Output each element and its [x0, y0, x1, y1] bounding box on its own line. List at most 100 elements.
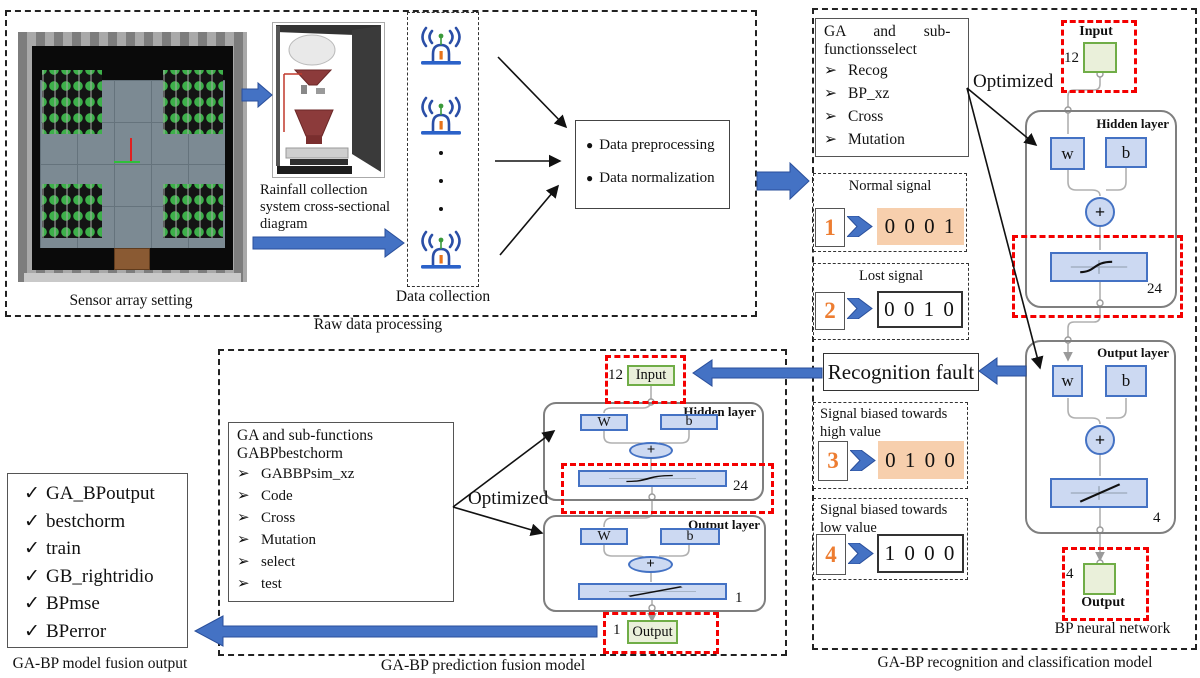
signal-number-badge: 2: [815, 292, 845, 330]
fusion-output-item-label: GA_BPoutput: [46, 483, 155, 504]
ga-fusion-item-label: Code: [261, 488, 293, 504]
ga-select-item-label: Cross: [848, 108, 884, 125]
fusion-output-item: ✓ bestchorm: [18, 508, 187, 536]
preprocess-item-label: Data preprocessing: [599, 137, 715, 153]
preprocess-item: ● Data normalization: [586, 170, 729, 187]
bp-hidden-count: 24: [1147, 281, 1162, 297]
bp-input-label: Input: [1079, 24, 1113, 39]
ga-fusion-item-label: Mutation: [261, 532, 316, 548]
prediction-model-label: GA-BP prediction fusion model: [380, 657, 586, 674]
plus-icon: +: [629, 442, 673, 459]
ellipsis-dot: [439, 207, 443, 211]
sensor-array-caption: Sensor array setting: [69, 292, 193, 309]
arrow-bullet-icon: ➢: [824, 85, 837, 102]
fusion-output-item-label: bestchorm: [46, 510, 126, 532]
bp-output-red-frame: [1062, 547, 1149, 621]
bp-output-layer-label: Output layer: [1097, 345, 1169, 360]
ga-select-title-2: functionsselect: [824, 41, 917, 58]
fusion-output-node: Output: [627, 620, 678, 644]
plus-icon: +: [628, 556, 673, 573]
plus-icon: +: [1085, 197, 1115, 227]
ga-fusion-item-label: GABBPsim_xz: [261, 466, 355, 482]
bp-output-label: Output: [1081, 595, 1125, 610]
signal-code: 0 0 0 1: [877, 208, 964, 245]
wifi-sensor-icon: [421, 230, 461, 269]
check-icon: ✓: [24, 620, 40, 642]
ga-subfunctions-fusion-box: GA and sub-functions GABPbestchorm ➢GABB…: [228, 422, 454, 602]
ga-fusion-item: ➢GABBPsim_xz: [229, 463, 453, 485]
bullet-dot-icon: ●: [586, 171, 594, 185]
sensor-cluster-bottom-right: [163, 184, 223, 238]
optimized-label-right: Optimized: [973, 71, 1054, 92]
axis-marker-green: [114, 161, 140, 163]
signal-title: Signal biased towards high value: [820, 406, 948, 440]
recognition-model-label: GA-BP recognition and classification mod…: [877, 654, 1153, 671]
ga-fusion-item: ➢ Cross: [229, 507, 453, 529]
bp-output-node: [1083, 563, 1116, 595]
ellipsis-dot: [439, 179, 443, 183]
ga-fusion-title-1: GA and sub-functions: [237, 427, 374, 444]
raw-data-processing-box: [5, 10, 757, 317]
sensor-array-image: [18, 32, 247, 282]
optimized-label-mid: Optimized: [468, 488, 549, 509]
blue-arrow-raw-to-recognition: [756, 161, 810, 201]
ga-select-title-1: GA and sub-: [824, 23, 951, 40]
arrow-bullet-icon: ➢: [824, 108, 837, 125]
fusion-output-item-label: GB_rightridio: [46, 565, 154, 587]
signal-number-badge: 1: [815, 208, 845, 247]
fusion-output-item: ✓ BPmse: [18, 590, 187, 618]
ga-fusion-item: ➢test: [229, 573, 453, 595]
sensor-cluster-top-right: [163, 70, 223, 134]
check-icon: ✓: [24, 565, 40, 587]
preprocess-item-label: Data normalization: [599, 170, 715, 186]
fusion-input-count: 12: [608, 367, 623, 383]
data-collection-label: Data collection: [395, 288, 491, 305]
raw-data-processing-label: Raw data processing: [313, 316, 443, 333]
chevron-arrow-icon: [847, 298, 873, 319]
fusion-hidden-activation-red-frame: [561, 463, 774, 514]
preprocessing-box: ● Data preprocessing ● Data normalizatio…: [575, 120, 730, 209]
ga-fusion-title-2: GABPbestchorm: [237, 445, 343, 462]
linear-activation-icon: [1050, 478, 1148, 508]
signal-code: 0 0 1 0: [877, 291, 963, 328]
check-icon: ✓: [24, 510, 40, 532]
ellipsis-dot: [439, 151, 443, 155]
wifi-sensor-icon: [421, 96, 461, 135]
bp-input-count: 12: [1064, 50, 1079, 66]
ga-select-item-label: BP_xz: [848, 85, 890, 102]
bp-output-count: 4: [1066, 566, 1074, 582]
bp-bias-node: b: [1105, 137, 1147, 168]
ga-select-item: ➢Recog: [816, 59, 968, 82]
sigmoid-activation-icon: [1050, 252, 1148, 282]
bp-bias-node: b: [1105, 365, 1147, 397]
fusion-hidden-count: 24: [733, 478, 748, 494]
arrow-bullet-icon: ➢: [824, 131, 837, 148]
check-icon: ✓: [24, 593, 40, 614]
linear-activation-icon: [578, 583, 727, 600]
arrow-bullet-icon: ➢: [237, 488, 250, 504]
ga-fusion-item: ➢select: [229, 551, 453, 573]
chevron-arrow-icon: [847, 216, 873, 237]
ga-fusion-item: ➢ Code: [229, 485, 453, 507]
fusion-bias-node: b: [660, 528, 720, 545]
ga-fusion-item-label: select: [261, 554, 296, 570]
ga-select-item: ➢ Cross: [816, 105, 968, 128]
fusion-output-item: ✓ GB_rightridio: [18, 563, 187, 591]
check-icon: ✓: [24, 483, 40, 504]
rainfall-collection-image: [272, 22, 385, 178]
ga-fusion-item-label: Cross: [261, 510, 296, 526]
sensor-cluster-bottom-left: [42, 184, 102, 238]
arrow-bullet-icon: ➢: [237, 510, 250, 526]
ga-fusion-item: ➢ Mutation: [229, 529, 453, 551]
fusion-output-item-label: BPmse: [46, 593, 100, 614]
arrow-bullet-icon: ➢: [237, 532, 250, 548]
plus-icon: +: [1085, 425, 1115, 455]
fusion-output-item: ✓BPerror: [18, 618, 187, 646]
rainfall-caption: Rainfall collection system cross-section…: [260, 182, 391, 232]
arrow-bullet-icon: ➢: [237, 576, 250, 592]
ga-select-item: ➢ BP_xz: [816, 82, 968, 105]
fusion-output-item: ✓train: [18, 535, 187, 563]
signal-title: Signal biased towards low value: [820, 502, 948, 536]
fusion-output-item: ✓ GA_BPoutput: [18, 480, 187, 508]
fusion-output-label: GA-BP model fusion output: [12, 655, 188, 672]
